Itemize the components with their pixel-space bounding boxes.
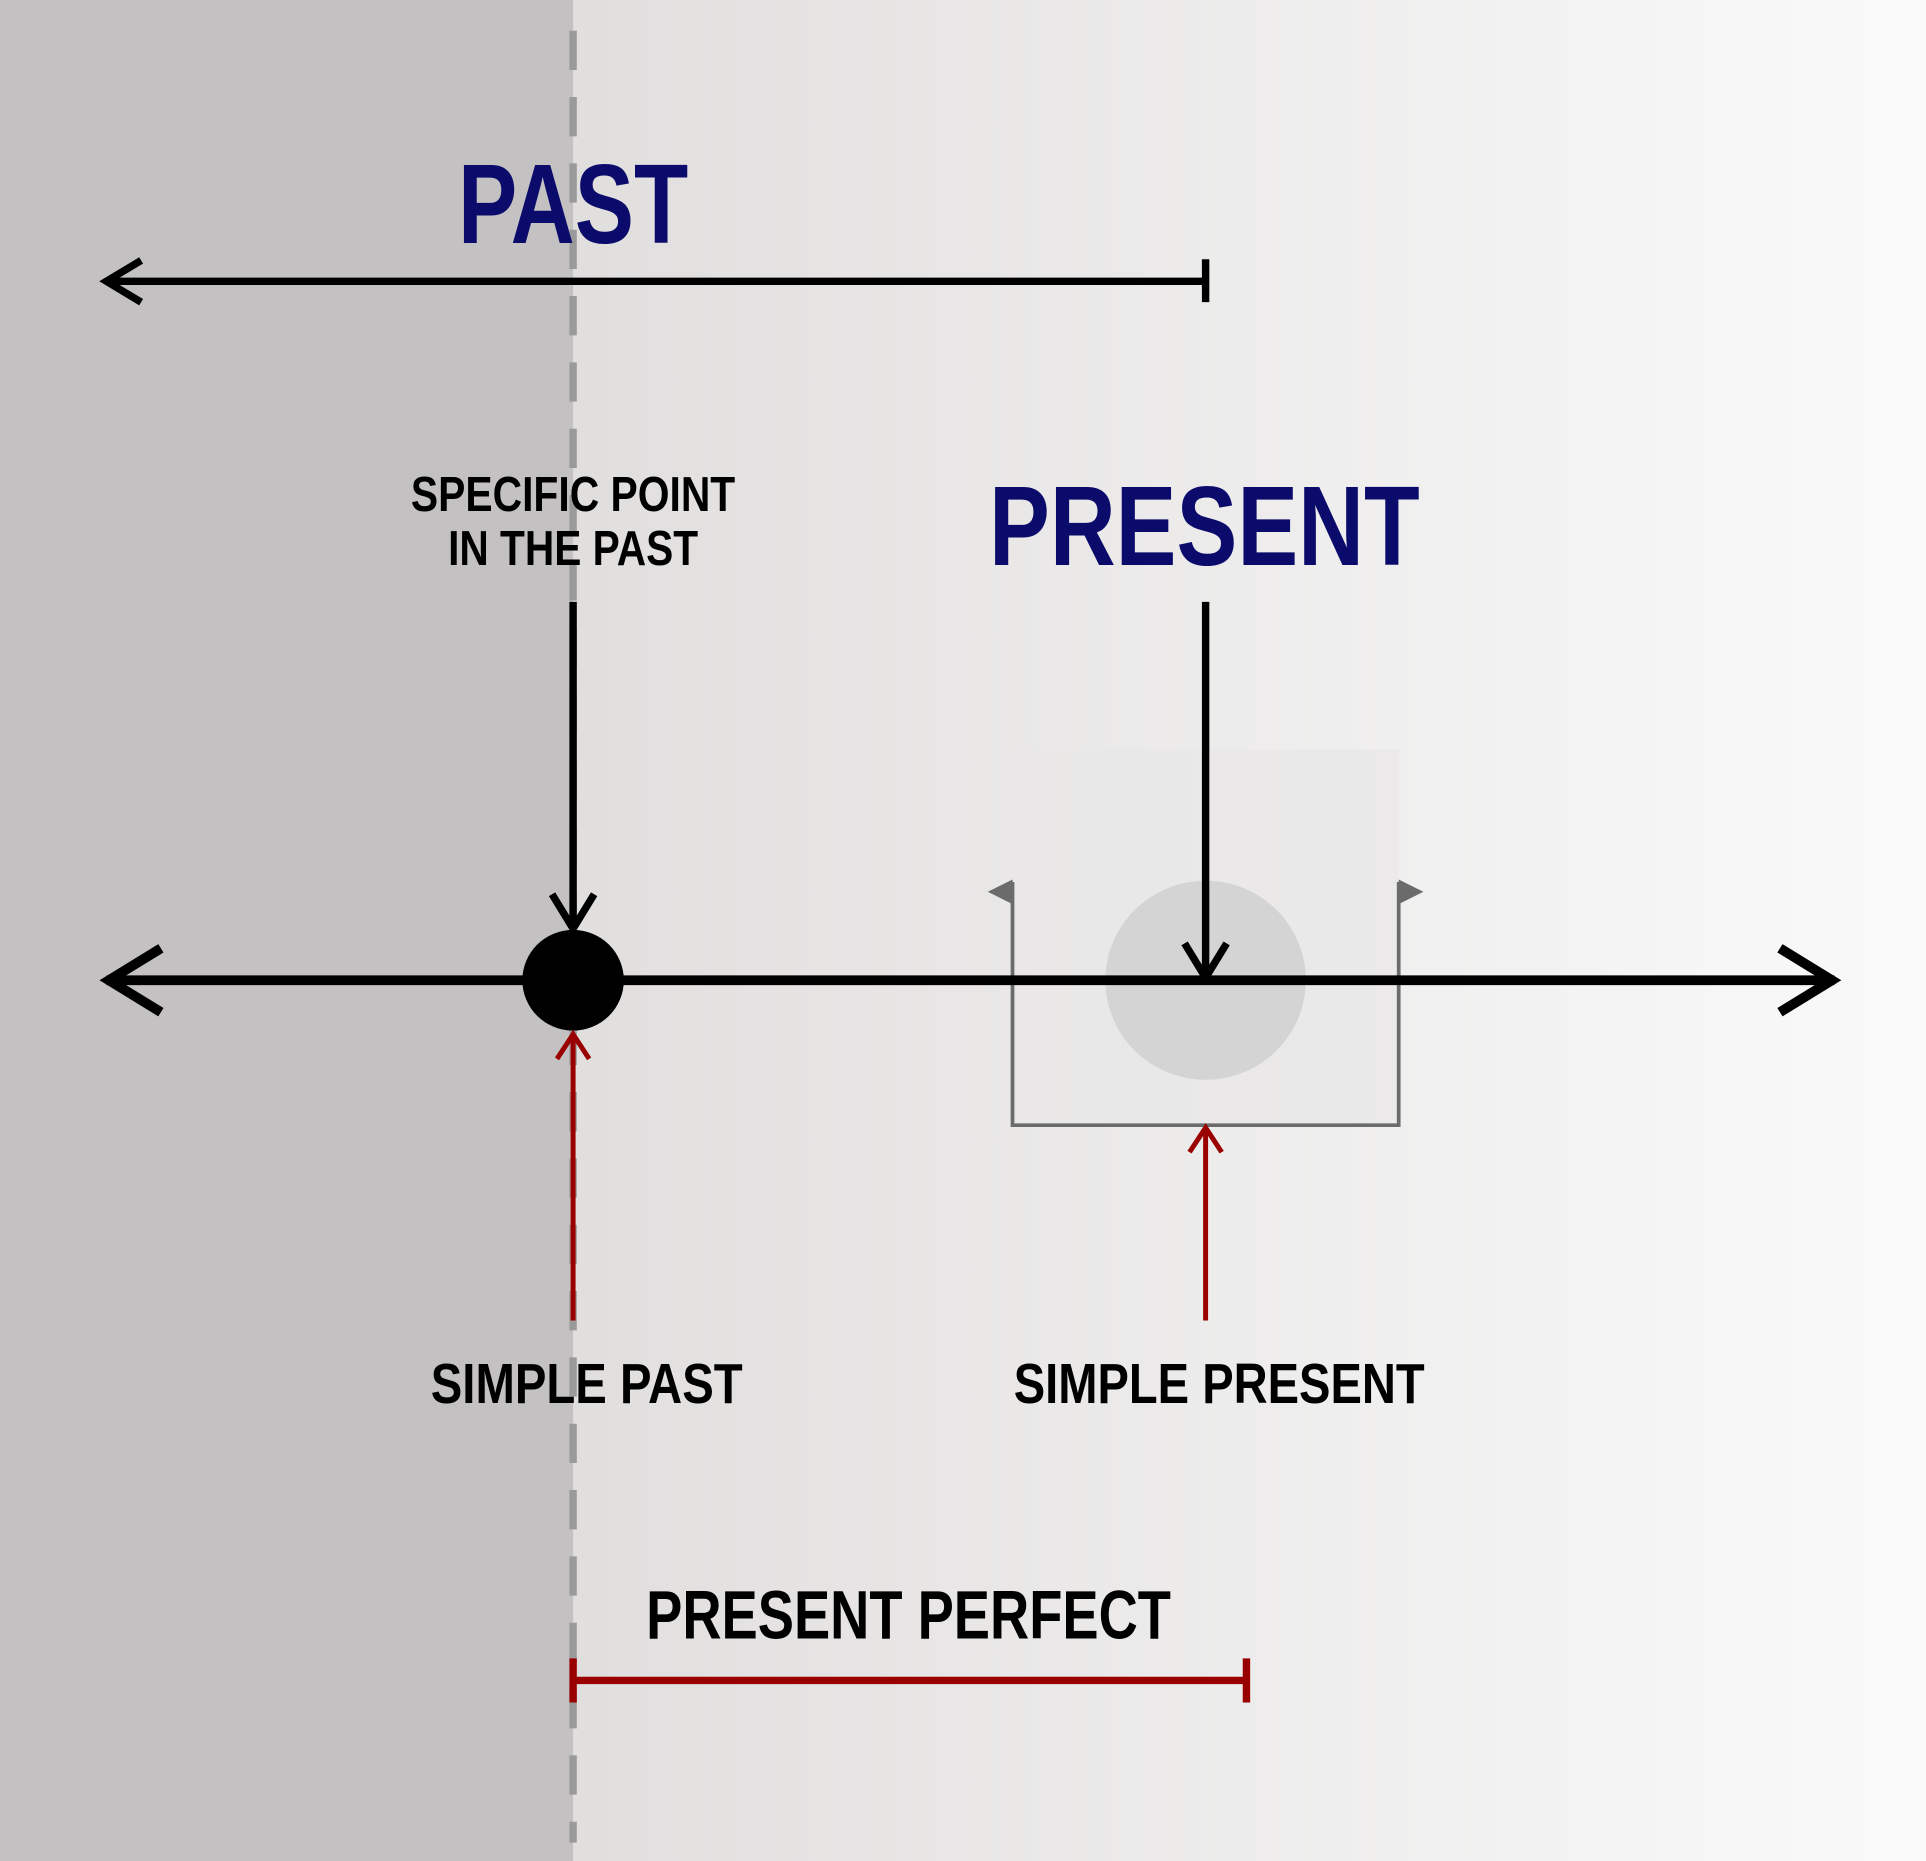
simple-present-arrow — [1187, 1123, 1224, 1321]
specific-point-arrow — [548, 601, 598, 936]
present-arrow — [1181, 601, 1230, 985]
simple-past-label: SIMPLE PAST — [431, 1353, 743, 1416]
simple-present-label: SIMPLE PRESENT — [1014, 1353, 1425, 1416]
specific-point-label-line2: IN THE PAST — [448, 521, 698, 576]
simple-past-arrow — [554, 1029, 592, 1321]
bracket-right-flag-icon — [1398, 879, 1424, 905]
past-point-dot — [522, 929, 624, 1031]
past-region — [0, 0, 574, 1861]
past-heading: PAST — [458, 142, 688, 269]
present-perfect-label: PRESENT PERFECT — [646, 1576, 1171, 1654]
specific-point-label-line1: SPECIFIC POINT — [411, 467, 735, 522]
bracket-left-flag-icon — [987, 879, 1013, 905]
past-range-arrow — [99, 257, 1210, 306]
main-timeline-arrow — [99, 944, 1842, 1017]
present-heading: PRESENT — [989, 463, 1420, 590]
present-perfect-range — [569, 1658, 1251, 1703]
